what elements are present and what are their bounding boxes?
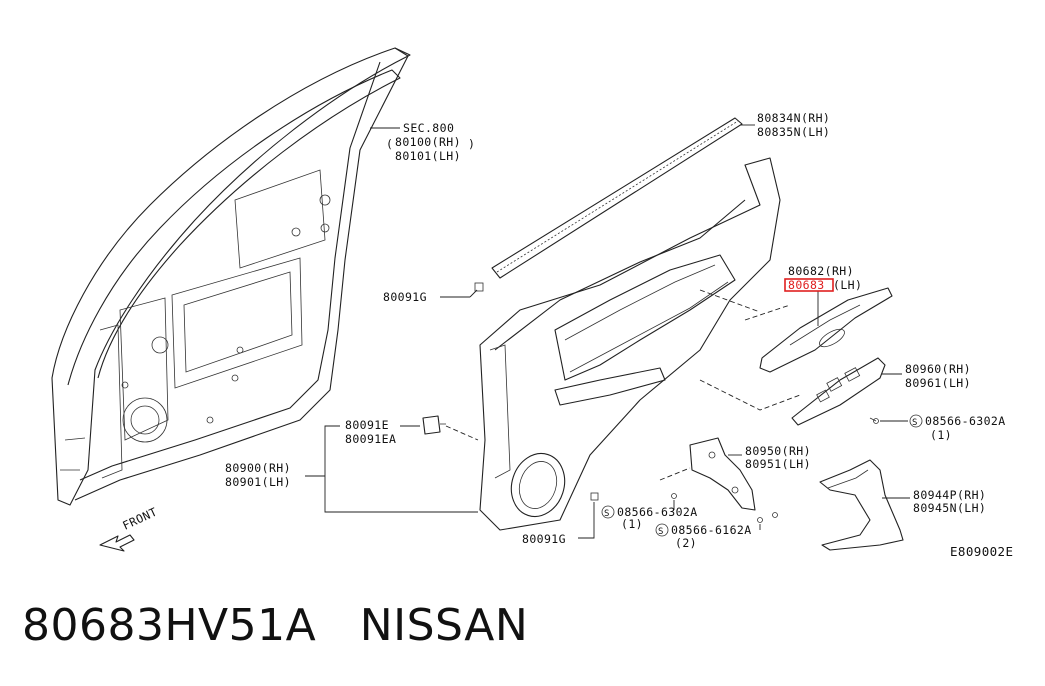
screw-08566-6302a-right (869, 417, 879, 424)
screw-symbol-6162a (655, 523, 669, 537)
label-80951: 80951(LH) (745, 457, 811, 471)
label-08566-6162a: 08566-6162A (671, 523, 752, 537)
drawing-number: E809002E (950, 544, 1013, 559)
label-80101: 80101(LH) (395, 149, 461, 163)
label-80900: 80900(RH) (225, 461, 291, 475)
screw-symbol-right (909, 414, 923, 428)
label-80682: 80682(RH) (788, 264, 854, 278)
label-80683-side: (LH) (833, 278, 862, 292)
label-80091g-top: 80091G (383, 290, 427, 304)
label-80091ea: 80091EA (345, 432, 396, 446)
door-trim-drawing (479, 157, 781, 531)
front-arrow-icon (99, 534, 135, 552)
dash-80960 (699, 379, 801, 411)
door-frame-drawing (51, 47, 411, 506)
belt-moulding-drawing (491, 117, 743, 279)
clip-80091g-bottom (590, 492, 599, 501)
screw-symbol-6162a-letter: S (658, 527, 664, 537)
label-sec800: SEC.800 (403, 121, 454, 135)
label-08566-6302a-center-qty: (1) (621, 517, 643, 531)
label-80091e: 80091E (345, 418, 389, 432)
label-80960: 80960(RH) (905, 362, 971, 376)
label-08566-6162a-qty: (2) (675, 536, 697, 550)
label-80901: 80901(LH) (225, 475, 291, 489)
finisher-80683-drawing (759, 287, 893, 373)
dash-80091e (445, 425, 479, 441)
caption: 80683HV51A NISSAN (22, 600, 528, 651)
caption-brand: NISSAN (359, 600, 529, 651)
clip-80091g-top (474, 282, 484, 292)
screw-08566-6302a-center (659, 467, 691, 499)
highlight-80683-box (784, 278, 834, 292)
label-80834n: 80834N(RH) (757, 111, 830, 125)
bracket-80950-drawing (689, 437, 756, 511)
clip-80091e (422, 415, 446, 435)
leader-80091g-bottom (578, 502, 595, 539)
screw-symbol-center-letter: S (604, 509, 610, 519)
bracket-open-80100: ( (386, 137, 393, 151)
dash-80683 (699, 289, 791, 321)
label-80944p: 80944P(RH) (913, 488, 986, 502)
label-front: FRONT (120, 505, 159, 533)
screw-08566-6162a (757, 512, 778, 523)
switch-80960-drawing (791, 357, 886, 426)
screw-symbol-center (601, 505, 615, 519)
screw-symbol-right-letter: S (912, 418, 918, 428)
leader-80900 (324, 425, 478, 513)
label-08566-6302a-right: 08566-6302A (925, 414, 1006, 428)
leader-80091g-top-2 (469, 289, 478, 298)
bracket-close-80100: ) (468, 137, 475, 151)
label-80091g-bottom: 80091G (522, 532, 566, 546)
label-80961: 80961(LH) (905, 376, 971, 390)
label-08566-6302a-center: 08566-6302A (617, 505, 698, 519)
pull-handle-80944p-drawing (819, 459, 904, 551)
label-80100: 80100(RH) (395, 135, 461, 149)
label-08566-6302a-right-qty: (1) (930, 428, 952, 442)
caption-part-number: 80683HV51A (22, 600, 317, 651)
label-80683-highlighted: 80683 (788, 278, 825, 292)
label-80950: 80950(RH) (745, 444, 811, 458)
label-80835n: 80835N(LH) (757, 125, 830, 139)
label-80945n: 80945N(LH) (913, 501, 986, 515)
